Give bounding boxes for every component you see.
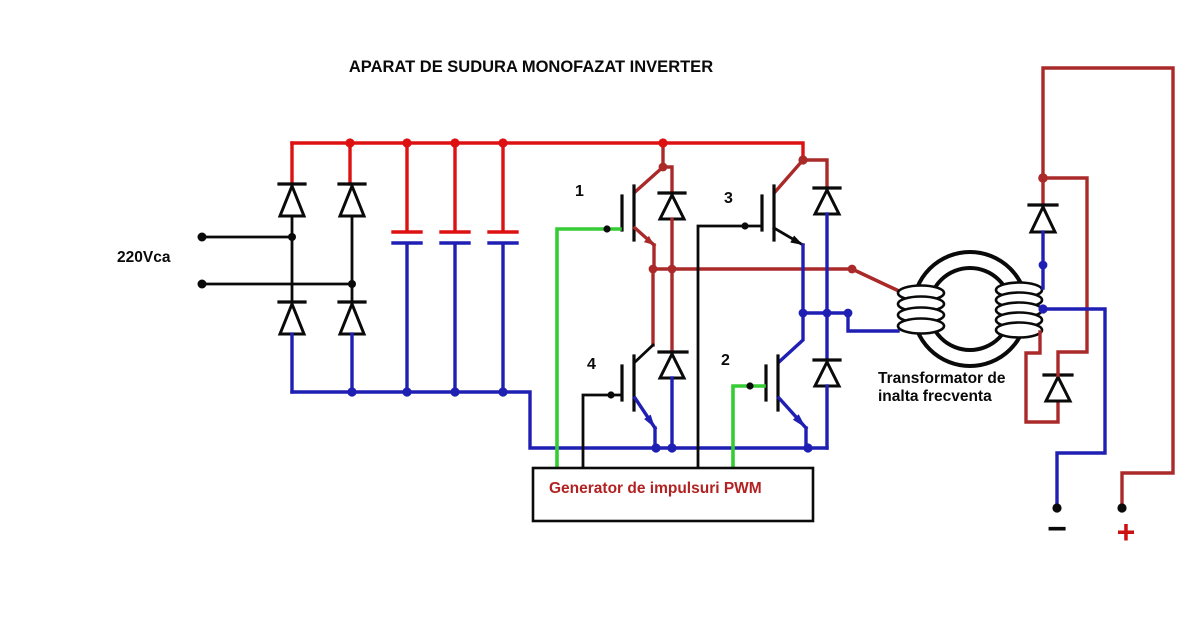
bridge-rectifier: [277, 141, 367, 394]
primary-winding-icon: [896, 284, 946, 335]
capacitor-icon: [487, 141, 519, 394]
output-rectifier: − +: [1024, 66, 1175, 550]
freewheel-diode-1-icon: [657, 165, 687, 271]
igbt-2-icon: [764, 311, 809, 450]
ac-terminal-bottom: [197, 279, 207, 289]
igbt-4-icon: [620, 267, 658, 450]
ac-input: 220Vca: [117, 232, 354, 289]
hf-transformer: Transformator de inalta frecventa: [849, 250, 1044, 405]
igbt-3-label: 3: [724, 190, 733, 207]
dc-bus-and-capacitors: [290, 138, 829, 450]
positive-output-wire: [1041, 66, 1175, 510]
negative-output-wire: [1041, 307, 1107, 510]
negative-terminal: [1052, 503, 1062, 513]
ac-terminal-top: [197, 232, 207, 242]
positive-terminal: [1117, 503, 1127, 513]
freewheel-diode-3-icon: [801, 158, 842, 315]
output-diode-bottom-icon: [1024, 176, 1089, 424]
input-voltage-label: 220Vca: [117, 249, 171, 266]
positive-terminal-label: +: [1117, 514, 1136, 550]
igbt-3-icon: [760, 157, 806, 315]
igbt-1-icon: [620, 141, 666, 271]
igbt-2-label: 2: [721, 352, 730, 369]
pwm-generator: Generator de impulsuri PWM: [531, 222, 815, 523]
freewheel-diode-2-icon: [812, 311, 842, 450]
schematic-title: APARAT DE SUDURA MONOFAZAT INVERTER: [349, 58, 713, 76]
igbt-1-label: 1: [575, 183, 584, 200]
capacitor-icon: [439, 141, 471, 394]
capacitor-icon: [391, 141, 423, 394]
freewheel-diode-4-icon: [657, 267, 689, 450]
secondary-winding-icon: [994, 281, 1044, 339]
output-diode-top-icon: [1027, 176, 1059, 290]
pwm-generator-label: Generator de impulsuri PWM: [549, 480, 762, 497]
transformer-label-line1: Transformator de: [878, 370, 1006, 387]
igbt-4-label: 4: [587, 356, 596, 373]
transformer-label-line2: inalta frecventa: [878, 388, 992, 405]
negative-terminal-label: −: [1047, 510, 1067, 548]
pwm-generator-box: [531, 466, 815, 523]
inverter-bridge: 1 3: [575, 138, 904, 453]
